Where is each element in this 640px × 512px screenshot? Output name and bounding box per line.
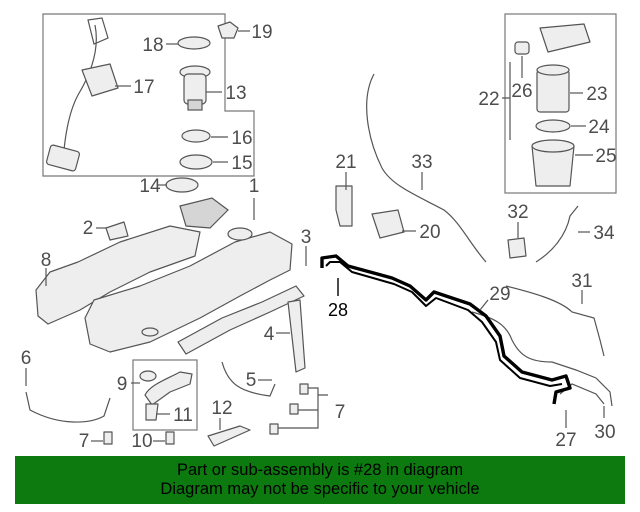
- sender-body: [81, 63, 119, 97]
- part-17-fuel-level-sender: [45, 17, 119, 172]
- callout-27: 27: [555, 430, 576, 451]
- part-13-fuel-pump-module: [179, 65, 211, 111]
- part-4-bracket: [287, 299, 306, 373]
- callout-16: 16: [231, 128, 252, 149]
- shield-8-body: [35, 225, 201, 325]
- callout-4: 4: [264, 324, 275, 345]
- callout-15: 15: [231, 153, 252, 174]
- callout-22: 22: [478, 89, 499, 110]
- callout-labels: 1 2 3 4 5 6 7 7 8 9 10 11 12 13 14 15 16…: [21, 22, 617, 452]
- bolt-7c: [269, 423, 279, 435]
- part-28-fuel-line: [320, 254, 572, 405]
- callout-11: 11: [173, 405, 193, 426]
- callout-25: 25: [595, 146, 616, 167]
- callout-20: 20: [419, 222, 440, 243]
- part-29-line: [471, 311, 613, 407]
- filter-element-top: [536, 64, 570, 76]
- sender-arm: [63, 24, 97, 151]
- part-info-banner: Part or sub-assembly is #28 in diagram D…: [15, 456, 625, 504]
- bolts-7: [103, 383, 309, 445]
- callout-14: 14: [139, 176, 161, 197]
- part-15-ring: [179, 154, 213, 170]
- part-1-fuel-tank: [84, 197, 293, 353]
- fuel-pump-inset-frame: [42, 13, 255, 177]
- callout-21: 21: [335, 152, 356, 173]
- callout-12: 12: [211, 398, 232, 419]
- leader-7-right: [278, 387, 328, 429]
- callout-26: 26: [511, 81, 532, 102]
- part-14-gasket: [165, 177, 199, 193]
- part-30-clip: [559, 383, 605, 405]
- sender-connector: [87, 17, 109, 45]
- part-2-insulator: [105, 221, 129, 241]
- bolt-10: [165, 431, 175, 445]
- part-19-cap: [217, 21, 239, 39]
- tank-top-shield: [179, 197, 229, 229]
- part-3-shield: [177, 285, 305, 355]
- filter-housing-top: [539, 23, 591, 53]
- callout-2: 2: [83, 218, 94, 239]
- callout-29: 29: [489, 284, 510, 305]
- part-33-vapor-line: [366, 73, 487, 263]
- filler-neck-inset-frame: [132, 359, 198, 431]
- filter-inset-frame: [504, 13, 617, 194]
- callout-33: 33: [411, 152, 432, 173]
- bolt-7b: [289, 403, 299, 415]
- callout-7-right: 7: [335, 402, 346, 423]
- callout-19: 19: [251, 22, 272, 43]
- callout-8: 8: [41, 250, 52, 271]
- part-26-sensor: [514, 41, 530, 55]
- bolt-7a: [299, 383, 309, 395]
- callout-7-left: 7: [79, 431, 90, 452]
- callout-5: 5: [246, 370, 257, 391]
- part-21-bracket: [335, 185, 353, 227]
- callout-30: 30: [594, 422, 615, 443]
- part-31-line: [505, 285, 605, 357]
- callout-23: 23: [586, 84, 607, 105]
- callout-34: 34: [593, 223, 615, 244]
- callout-32: 32: [507, 202, 528, 223]
- callout-13: 13: [225, 83, 246, 104]
- callout-6: 6: [21, 348, 32, 369]
- leader-22: [502, 62, 511, 140]
- sender-float: [45, 144, 81, 172]
- callout-3: 3: [301, 227, 312, 248]
- callout-17: 17: [133, 77, 154, 98]
- callout-9: 9: [117, 374, 128, 395]
- fuel-system-parts-diagram: 1 2 3 4 5 6 7 7 8 9 10 11 12 13 14 15 16…: [21, 13, 617, 452]
- callout-28: 28: [328, 300, 348, 320]
- part-23-filter-element: [536, 69, 570, 113]
- filler-cap: [139, 370, 157, 382]
- callout-1: 1: [249, 176, 260, 197]
- callout-10: 10: [131, 431, 152, 452]
- part-34-hose: [535, 205, 579, 263]
- tank-body: [84, 231, 293, 353]
- part-28-fuel-line-secondary: [325, 261, 563, 387]
- tank-sender-port: [227, 227, 253, 241]
- part-16-seal: [181, 129, 211, 143]
- leader-lines: [25, 30, 605, 442]
- filter-bowl-top: [531, 139, 575, 153]
- part-12-shield: [207, 425, 251, 447]
- banner-line-1: Part or sub-assembly is #28 in diagram: [176, 461, 464, 479]
- fuel-pump-inset: [42, 13, 255, 177]
- part-11-hose: [145, 403, 159, 421]
- part-5-strap: [221, 361, 276, 397]
- bolt-7d: [103, 431, 113, 445]
- pump-strainer: [187, 99, 203, 111]
- part-8-tank-shield: [35, 225, 201, 325]
- callout-18: 18: [142, 35, 163, 56]
- part-6-strap: [25, 391, 111, 423]
- part-20-canister: [371, 209, 405, 239]
- banner-line-2: Diagram may not be specific to your vehi…: [160, 480, 480, 498]
- leader-29: [479, 299, 489, 311]
- part-32-valve: [507, 237, 527, 259]
- callout-31: 31: [571, 271, 592, 292]
- part-9-filler-neck: [144, 371, 193, 406]
- tank-drain-port: [141, 327, 159, 337]
- callout-24: 24: [588, 117, 610, 138]
- part-18-lock-ring: [177, 36, 211, 50]
- part-24-o-ring: [535, 119, 571, 133]
